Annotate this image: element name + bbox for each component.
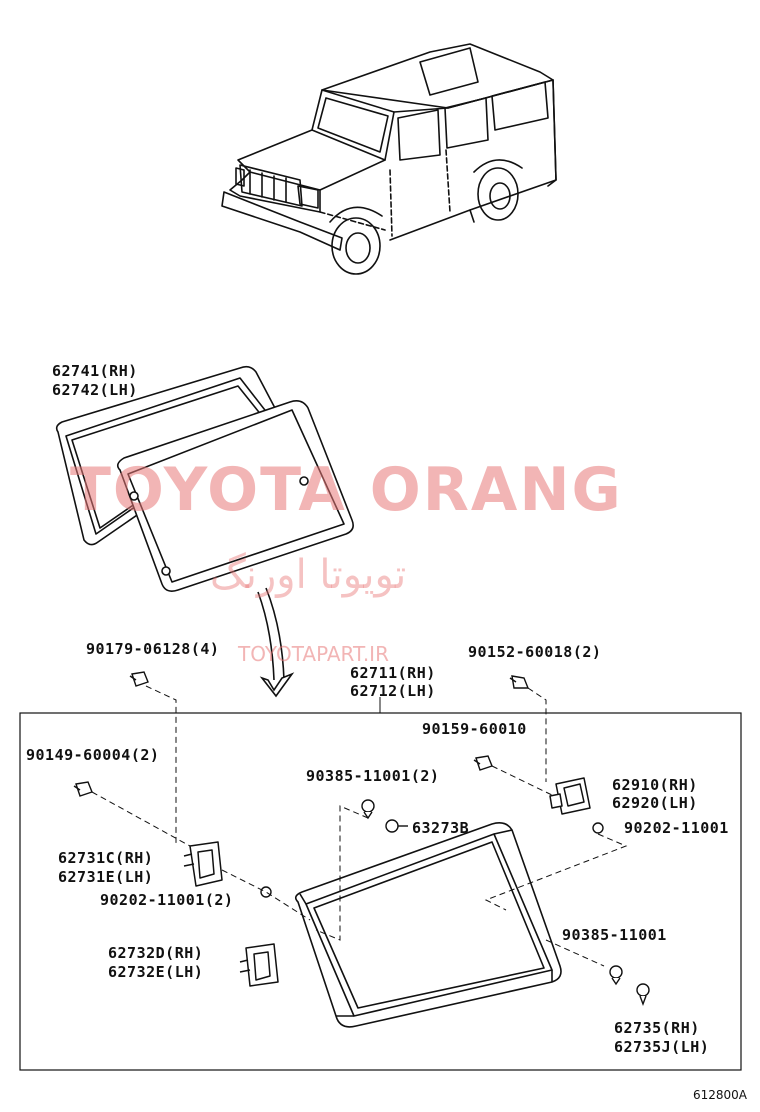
label-62732d: 62732D(RH) (108, 944, 204, 962)
label-62920: 62920(LH) (612, 794, 698, 812)
fasteners (73, 671, 650, 1006)
label-63273b: 63273B (412, 819, 470, 837)
watermark-url: TOYOTAPART.IR (238, 642, 389, 666)
label-90159: 90159-60010 (422, 720, 527, 738)
label-90179: 90179-06128(4) (86, 640, 220, 658)
watermark-brand: TOYOTA ORANG (70, 455, 623, 525)
hinge-brackets (183, 777, 591, 987)
window-glass-assembly (116, 400, 354, 592)
vehicle-illustration (221, 43, 557, 275)
label-90149: 90149-60004(2) (26, 746, 160, 764)
label-62735j: 62735J(LH) (614, 1038, 710, 1056)
label-62910: 62910(RH) (612, 776, 698, 794)
label-62731e: 62731E(LH) (58, 868, 154, 886)
down-arrow-icon (257, 587, 295, 698)
diagram-code: 612800A (693, 1088, 748, 1102)
dashed-leaders (91, 685, 628, 967)
label-62731c: 62731C(RH) (58, 849, 154, 867)
label-62732e: 62732E(LH) (108, 963, 204, 981)
label-90152: 90152-60018(2) (468, 643, 602, 661)
label-62742: 62742(LH) (52, 381, 138, 399)
label-90385-b: 90385-11001 (562, 926, 667, 944)
label-62711: 62711(RH) (350, 664, 436, 682)
label-90202-b: 90202-11001 (624, 819, 729, 837)
label-62741: 62741(RH) (52, 362, 138, 380)
watermark-brand-fa: تویوتا اورنگ (210, 552, 407, 598)
label-90385-a: 90385-11001(2) (306, 767, 440, 785)
label-90202-a: 90202-11001(2) (100, 891, 234, 909)
window-frame-62711 (294, 822, 562, 1028)
label-62712: 62712(LH) (350, 682, 436, 700)
label-62735: 62735(RH) (614, 1019, 700, 1037)
